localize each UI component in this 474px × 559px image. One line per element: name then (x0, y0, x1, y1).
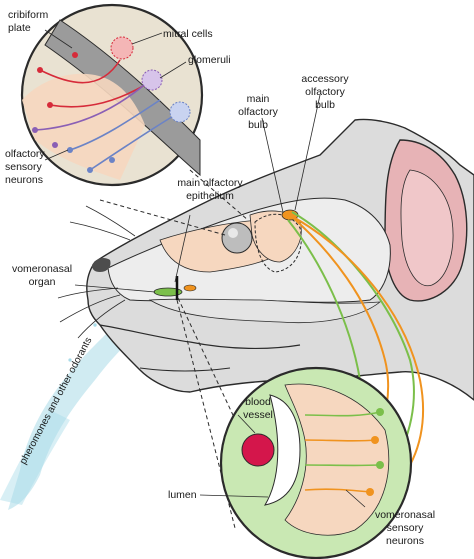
label-pheromones: pheromones and other odorants (18, 336, 95, 467)
label-mitral-cells: mitral cells (163, 28, 213, 40)
label-lumen: lumen (168, 489, 197, 501)
lumen (263, 394, 301, 506)
vomeronasal-inset (219, 366, 413, 559)
main-olfactory-bulb (254, 213, 302, 273)
vomeronasal-organ (153, 276, 197, 300)
label-glomeruli: glomeruli (188, 54, 231, 66)
blood-vessel (241, 433, 275, 467)
cat-head (57, 118, 474, 401)
olfactory-epithelium-inset (20, 3, 204, 187)
label-leaders (44, 29, 366, 508)
